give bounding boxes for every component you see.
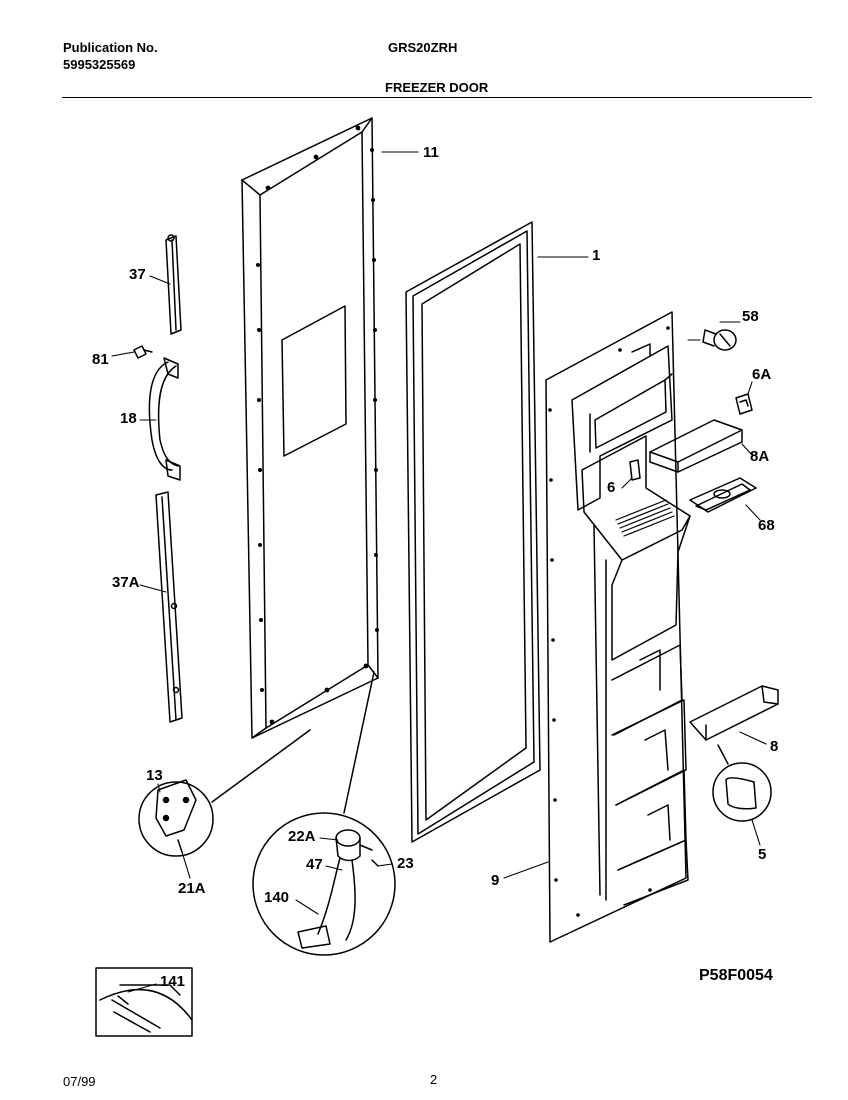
publication-number: 5995325569 bbox=[63, 57, 136, 72]
callout-140: 140 bbox=[264, 889, 290, 906]
model-number: GRS20ZRH bbox=[388, 40, 458, 55]
callout-5: 5 bbox=[758, 846, 767, 863]
part-22A-inset bbox=[252, 671, 396, 956]
callout-9: 9 bbox=[491, 872, 500, 889]
callout-141: 141 bbox=[160, 973, 186, 990]
part-1-gasket bbox=[405, 221, 541, 843]
callout-47: 47 bbox=[306, 856, 323, 873]
callout-1: 1 bbox=[592, 247, 601, 264]
callout-37: 37 bbox=[129, 266, 146, 283]
part-6-clip bbox=[629, 459, 641, 481]
callout-37A: 37A bbox=[112, 574, 140, 591]
part-5-inset bbox=[712, 744, 772, 822]
publication-label: Publication No. bbox=[63, 40, 158, 55]
part-9-door-liner bbox=[545, 311, 691, 943]
part-68-tray bbox=[689, 477, 757, 513]
callout-6: 6 bbox=[607, 479, 616, 496]
callout-58: 58 bbox=[742, 308, 759, 325]
part-81-screw bbox=[133, 345, 153, 359]
part-11-door-panel bbox=[241, 117, 379, 739]
callout-81: 81 bbox=[92, 351, 109, 368]
part-18-handle bbox=[148, 357, 181, 481]
callout-13: 13 bbox=[146, 767, 163, 784]
callout-8: 8 bbox=[770, 738, 779, 755]
footer-date: 07/99 bbox=[63, 1074, 96, 1089]
diagram-code: P58F0054 bbox=[699, 967, 773, 984]
part-8A-shelf-bar bbox=[649, 419, 743, 473]
part-37-upper-trim bbox=[165, 234, 182, 335]
callout-21A: 21A bbox=[178, 880, 206, 897]
callout-18: 18 bbox=[120, 410, 137, 427]
leader-lines bbox=[111, 151, 767, 993]
part-8-bracket bbox=[689, 685, 779, 741]
header-rule bbox=[62, 97, 812, 98]
callout-22A: 22A bbox=[288, 828, 316, 845]
callout-68: 68 bbox=[758, 517, 775, 534]
part-141-inset bbox=[95, 967, 193, 1037]
page-number: 2 bbox=[430, 1072, 438, 1087]
part-37A-lower-trim bbox=[155, 491, 183, 723]
callout-23: 23 bbox=[397, 855, 414, 872]
part-13-inset bbox=[138, 729, 311, 857]
callout-11: 11 bbox=[423, 144, 439, 161]
callout-8A: 8A bbox=[750, 448, 770, 465]
part-6A-clip bbox=[735, 393, 753, 415]
part-58-screw bbox=[702, 329, 737, 351]
callout-6A: 6A bbox=[752, 366, 772, 383]
section-title: FREEZER DOOR bbox=[385, 80, 489, 95]
